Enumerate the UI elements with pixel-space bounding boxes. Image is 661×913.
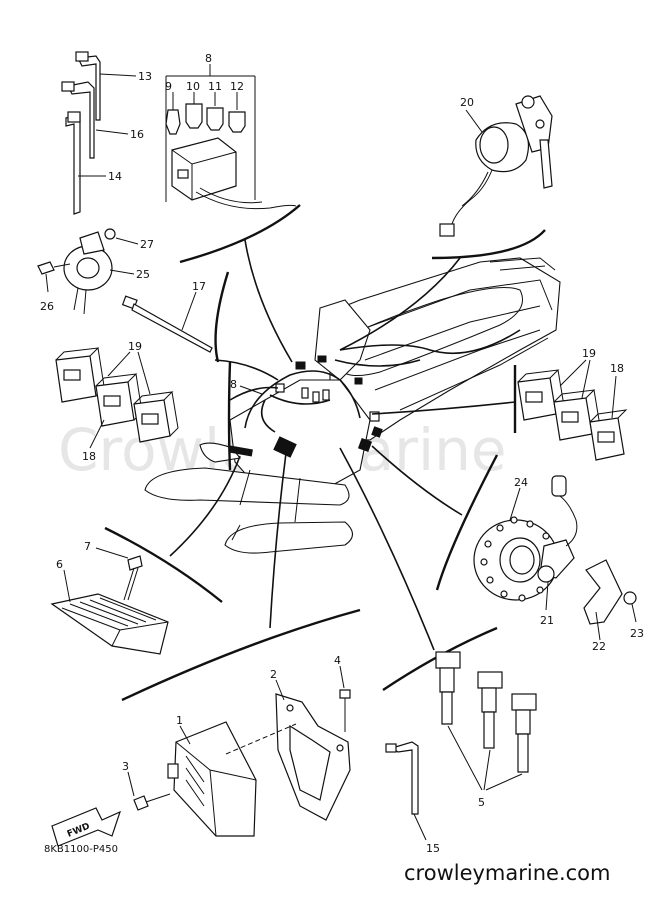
cdi-unit-part [127, 665, 351, 837]
bracket-leaders [104, 204, 546, 702]
rectifier-part [50, 547, 169, 655]
callout-14: 14 [108, 170, 122, 183]
callout-24: 24 [514, 476, 528, 489]
callout-19-right: 19 [582, 347, 596, 360]
callout-11: 11 [208, 80, 222, 93]
callout-13: 13 [138, 70, 152, 83]
footer-url: crowleymarine.com [404, 861, 610, 885]
callout-15: 15 [426, 842, 440, 855]
callout-26: 26 [40, 300, 54, 313]
diagram-code: 8KB1100-P450 [44, 844, 118, 855]
callout-10: 10 [186, 80, 200, 93]
cable-ties-group [61, 51, 137, 215]
horn-part [37, 228, 139, 315]
right-relays [517, 359, 628, 461]
callout-6: 6 [56, 558, 63, 571]
callout-12: 12 [230, 80, 244, 93]
snowmobile-chassis [144, 257, 561, 554]
callout-8-mid: 8 [230, 378, 237, 391]
fuse-group [165, 64, 297, 210]
callout-23: 23 [630, 627, 644, 640]
cable-tie-17 [121, 291, 213, 353]
callout-22: 22 [592, 640, 606, 653]
callout-5: 5 [478, 796, 485, 809]
callout-21: 21 [540, 614, 554, 627]
callout-27: 27 [140, 238, 154, 251]
callout-4: 4 [334, 654, 341, 667]
ignition-coils-part [385, 651, 537, 841]
callout-1: 1 [176, 714, 183, 727]
callout-18-left: 18 [82, 450, 96, 463]
callout-20: 20 [460, 96, 474, 109]
callout-18-right: 18 [610, 362, 624, 375]
main-switch-part [439, 95, 553, 237]
callout-7: 7 [84, 540, 91, 553]
left-relays [55, 347, 179, 449]
callout-3: 3 [122, 760, 129, 773]
callout-19-left: 19 [128, 340, 142, 353]
speed-sensor-part [473, 475, 637, 641]
callout-8-top: 8 [205, 52, 212, 65]
callout-2: 2 [270, 668, 277, 681]
callout-17: 17 [192, 280, 206, 293]
callout-16: 16 [130, 128, 144, 141]
callout-9: 9 [165, 80, 172, 93]
callout-25: 25 [136, 268, 150, 281]
fwd-arrow: FWD [51, 807, 121, 847]
leader-8-mid [239, 385, 263, 395]
